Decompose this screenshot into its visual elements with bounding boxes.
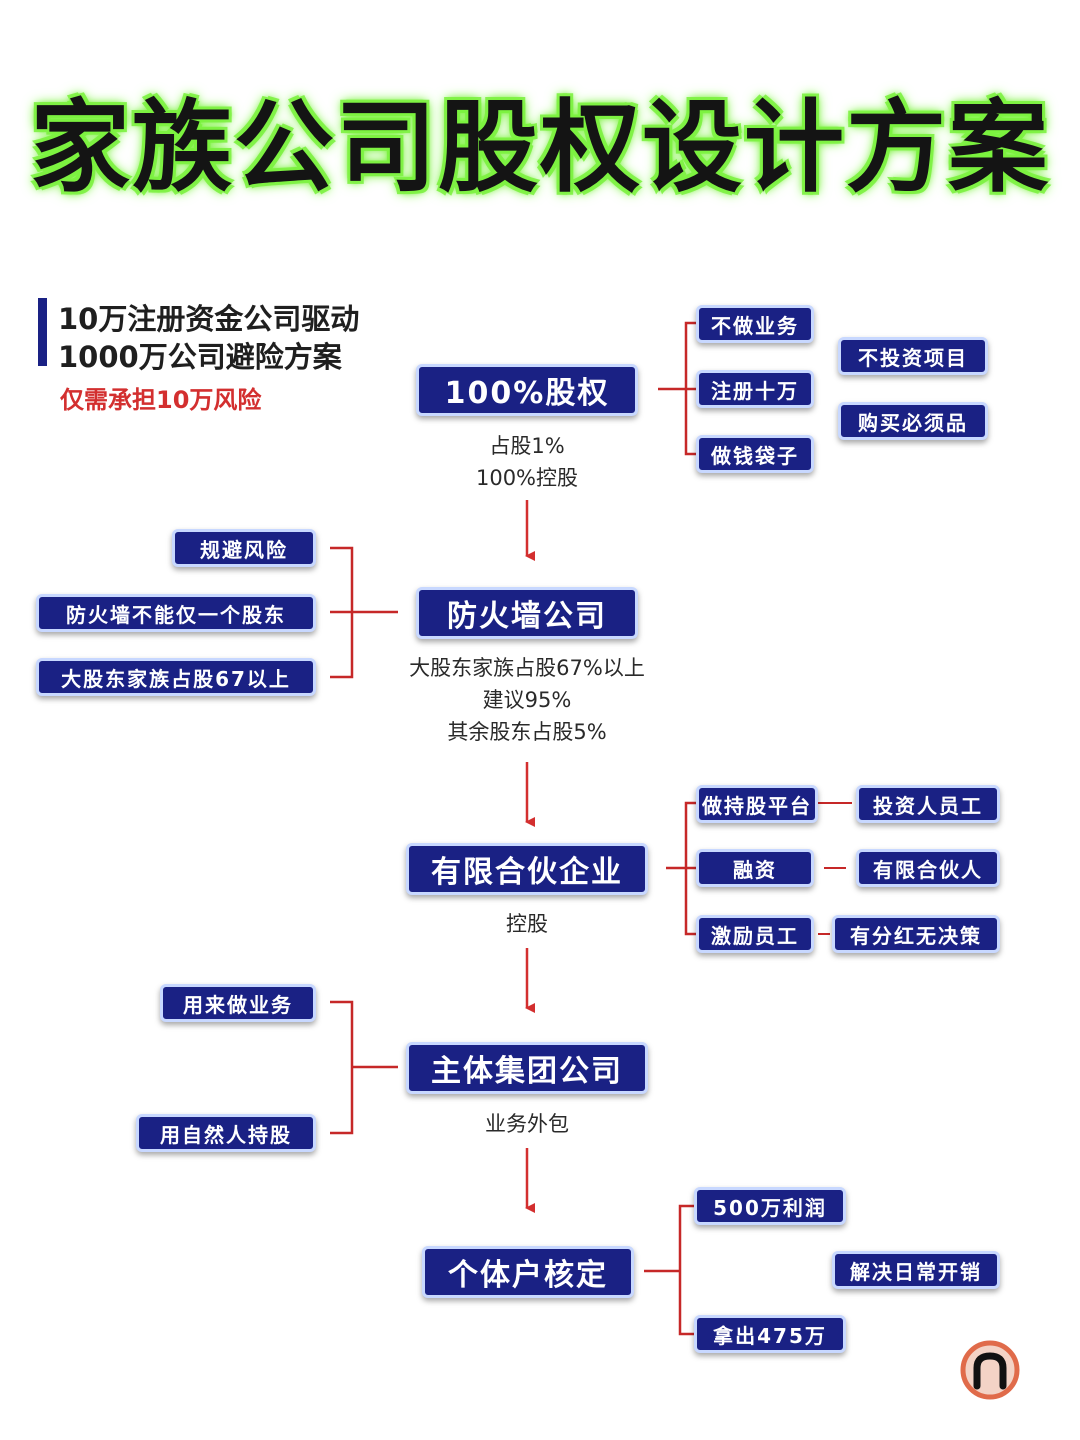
node-group-company: 主体集团公司 xyxy=(406,1042,648,1094)
branch-avoid-risk: 规避风险 xyxy=(172,529,316,567)
node-limited-partnership: 有限合伙企业 xyxy=(406,843,648,895)
firewall-branch-bracket xyxy=(330,546,354,679)
branch-no-business: 不做业务 xyxy=(696,305,814,343)
branch-do-business: 用来做业务 xyxy=(160,984,316,1022)
note-equity-100: 占股1% 100%控股 xyxy=(476,430,578,494)
branch-incentivize-staff: 激励员工 xyxy=(696,915,814,953)
note-line: 大股东家族占股67%以上 xyxy=(409,656,645,680)
note-partnership: 控股 xyxy=(506,908,548,940)
branch-limited-partner: 有限合伙人 xyxy=(856,849,1000,887)
group-branch-bracket xyxy=(330,1000,354,1135)
intro-line-2: 1000万公司避险方案 xyxy=(58,340,342,374)
branch-daily-expenses: 解决日常开销 xyxy=(832,1251,1000,1289)
intro-accent-bar xyxy=(38,298,47,366)
node-individual-business: 个体户核定 xyxy=(422,1246,634,1298)
branch-buy-necessities: 购买必须品 xyxy=(838,402,988,440)
note-line: 控股 xyxy=(506,912,548,936)
note-line: 其余股东占股5% xyxy=(447,720,607,744)
intro-risk-note: 仅需承担10万风险 xyxy=(60,386,262,414)
node-firewall-company: 防火墙公司 xyxy=(416,587,638,639)
note-line: 业务外包 xyxy=(485,1112,569,1136)
page-title: 家族公司股权设计方案 xyxy=(30,89,1050,206)
branch-dividend-no-decision: 有分红无决策 xyxy=(832,915,1000,953)
branch-family-67: 大股东家族占股67以上 xyxy=(36,658,316,696)
branch-no-investment: 不投资项目 xyxy=(838,337,988,375)
branch-money-bag: 做钱袋子 xyxy=(696,435,814,473)
branch-register-100k: 注册十万 xyxy=(696,370,814,408)
note-line: 占股1% xyxy=(489,434,565,458)
app-logo-icon xyxy=(960,1340,1020,1400)
branch-not-single-shareholder: 防火墙不能仅一个股东 xyxy=(36,594,316,632)
note-line: 建议95% xyxy=(482,688,572,712)
node-equity-100: 100%股权 xyxy=(416,364,638,416)
branch-5m-profit: 500万利润 xyxy=(694,1187,846,1225)
note-group: 业务外包 xyxy=(485,1108,569,1140)
intro-line-1: 10万注册资金公司驱动 xyxy=(58,302,360,336)
individual-branch-bracket xyxy=(678,1204,694,1336)
branch-take-4-75m: 拿出475万 xyxy=(694,1315,846,1353)
note-line: 100%控股 xyxy=(475,466,579,490)
branch-investor-employees: 投资人员工 xyxy=(856,785,1000,823)
note-firewall: 大股东家族占股67%以上 建议95% 其余股东占股5% xyxy=(409,652,645,748)
branch-financing: 融资 xyxy=(696,849,814,887)
branch-holding-platform: 做持股平台 xyxy=(696,785,818,823)
branch-natural-person-holding: 用自然人持股 xyxy=(136,1114,316,1152)
